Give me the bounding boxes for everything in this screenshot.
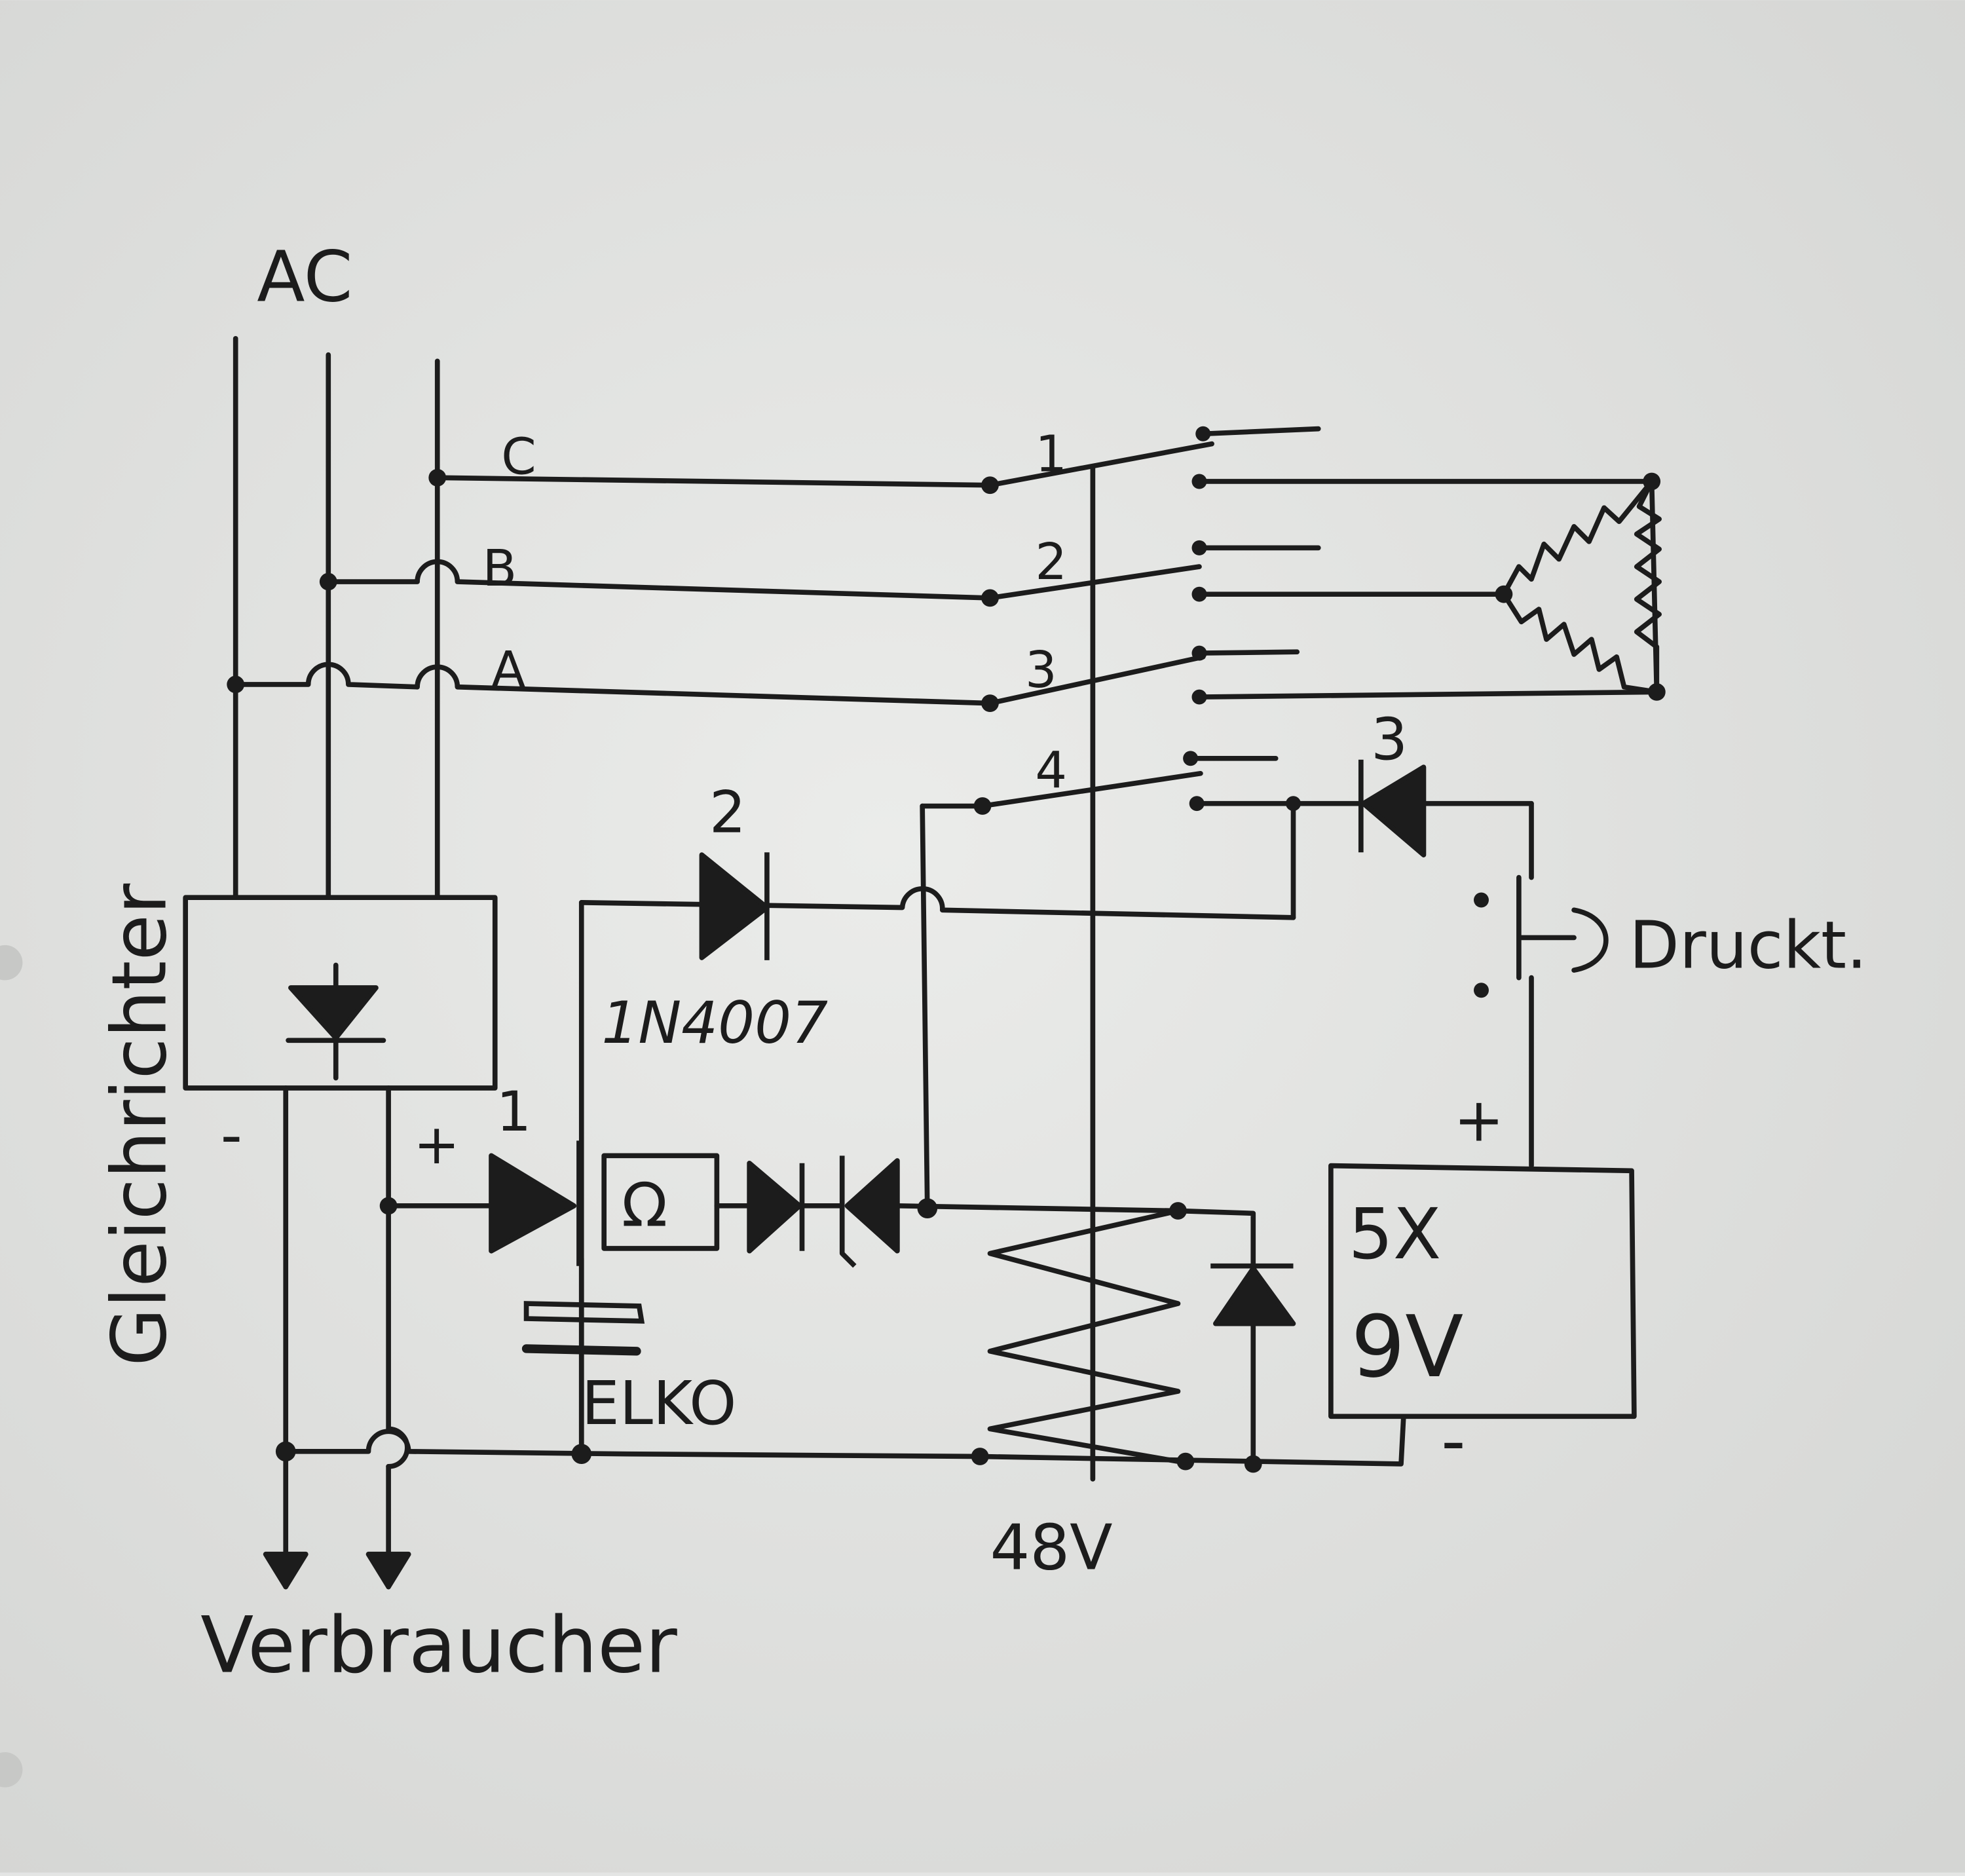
rectifier-box [183, 895, 498, 1091]
button-label: Druckt. [1629, 908, 1867, 983]
diode-1-label: 1 [496, 1079, 532, 1144]
battery-box [1328, 1163, 1637, 1419]
diode-series-a [747, 1160, 802, 1254]
rectifier-plus: + [413, 1112, 460, 1176]
battery-voltage-label: 9V [1351, 1297, 1463, 1397]
capacitor-label: ELKO [582, 1368, 737, 1438]
phase-c-label: C [501, 428, 536, 487]
phase-a-label: A [491, 641, 525, 700]
diode-1 [489, 1153, 577, 1254]
battery-plus-label: + [1453, 1085, 1504, 1155]
consumer-label: Verbraucher [200, 1600, 677, 1691]
phase-c-wire [434, 475, 993, 488]
phase-b-wire [326, 559, 993, 601]
delta-resistor-3 [1501, 591, 1660, 695]
relay-voltage-label: 48V [990, 1511, 1112, 1585]
rectifier-label: Gleichrichter [96, 883, 184, 1366]
ground-arrow-left [263, 1551, 309, 1590]
punch-hole [0, 945, 23, 981]
switch-lever-3 [987, 654, 1206, 706]
ground-arrow-right [365, 1551, 411, 1590]
phase-b-label: B [483, 540, 517, 598]
contact-2-label: 2 [1035, 533, 1067, 591]
rectifier-diode-symbol [288, 985, 379, 1041]
ac-label: AC [257, 236, 352, 318]
battery-count-label: 5X [1349, 1194, 1442, 1275]
delta-resistor-2 [1634, 479, 1662, 695]
contact-4-label: 4 [1035, 741, 1067, 800]
rectifier-minus: - [221, 1100, 242, 1170]
flyback-diode [1213, 1266, 1296, 1326]
relay-coil [987, 1208, 1181, 1464]
phase-a-wire [233, 662, 993, 706]
switch-lever-1 [987, 441, 1214, 488]
zener-diode [844, 1158, 900, 1254]
contact-3-label: 3 [1025, 641, 1057, 700]
push-button [1516, 874, 1609, 981]
diode-2-type-label: 1N4007 [601, 989, 828, 1057]
junctions [227, 426, 1666, 1473]
diode-3-label: 3 [1371, 706, 1408, 774]
delta-resistor-1 [1501, 479, 1655, 597]
diode-2 [699, 852, 770, 960]
battery-minus-label: - [1441, 1402, 1465, 1480]
diode-2-label: 2 [709, 779, 746, 846]
diode-3 [1360, 764, 1427, 857]
resistor-label: Ω [622, 1170, 667, 1240]
resistor-box [601, 1153, 720, 1251]
contact-1-label: 1 [1035, 426, 1067, 484]
punch-hole [0, 1752, 23, 1788]
